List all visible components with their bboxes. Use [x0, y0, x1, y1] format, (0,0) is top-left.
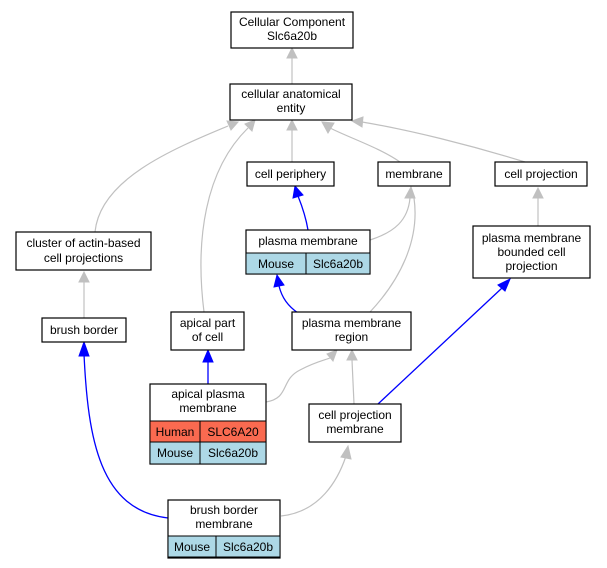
node-label-line: cell projection: [318, 408, 391, 422]
arrow-apm-pmr: [326, 349, 338, 362]
arrow-cluster-cae: [226, 120, 240, 131]
arrow-bbm-bb: [78, 340, 90, 357]
node-cell-projection[interactable]: cell projection: [494, 161, 588, 187]
gene-species-label: Mouse: [174, 540, 210, 554]
node-label-line: cluster of actin-based: [26, 236, 140, 250]
arrow-cpm-pmr: [346, 348, 358, 361]
node-label-line: cell projection: [504, 167, 577, 181]
gene-species-label: Mouse: [258, 257, 294, 271]
node-plasma-membrane-region[interactable]: plasma membrane region: [291, 311, 412, 351]
arrow-pmr-pm: [273, 273, 285, 288]
edge-pm-periphery: [297, 195, 309, 231]
arrow-pmb-cellproj: [532, 186, 544, 199]
node-pm-bounded-cell-projection[interactable]: plasma membrane bounded cell projection: [472, 225, 591, 279]
node-label-line: entity: [277, 101, 306, 115]
node-label-line: membrane: [385, 167, 443, 181]
node-label-line: apical part: [180, 316, 236, 330]
edge-bbm-bb: [83, 353, 169, 519]
arrow-bbm-cpm: [340, 444, 352, 460]
edge-pmr-membrane: [369, 197, 416, 313]
node-membrane[interactable]: membrane: [377, 161, 451, 187]
node-label-line: brush border: [190, 503, 258, 517]
gene-symbol-label: Slc6a20b: [223, 540, 273, 554]
node-label-line: brush border: [50, 323, 118, 337]
edges: [78, 46, 544, 517]
arrow-apm-apical: [202, 348, 214, 363]
node-label-line: projection: [505, 259, 557, 273]
node-plasma-membrane[interactable]: plasma membrane Mouse Slc6a20b: [245, 229, 371, 275]
arrow-apical-cae: [244, 119, 256, 132]
node-label-line: region: [335, 330, 368, 344]
edge-membrane-cae: [329, 127, 401, 163]
edge-cluster-cae: [94, 125, 229, 233]
node-label-line: cell periphery: [255, 167, 326, 181]
gene-cell-symbol: [199, 441, 267, 465]
edge-pmr-pm: [278, 285, 299, 314]
edge-pm-membrane: [369, 197, 411, 241]
node-cell-periphery[interactable]: cell periphery: [246, 161, 335, 187]
arrow-pm-membrane: [404, 185, 416, 199]
node-cluster-actin-projections[interactable]: cluster of actin-based cell projections: [15, 231, 152, 271]
edge-apm-pmr: [265, 357, 331, 403]
gene-symbol-label: SLC6A20: [207, 425, 259, 439]
node-label-line: bounded cell: [497, 245, 565, 259]
edge-cpm-pmb: [377, 287, 503, 405]
node-cell-projection-membrane[interactable]: cell projection membrane: [308, 403, 402, 443]
node-cellular-anatomical-entity[interactable]: cellular anatomical entity: [229, 83, 353, 121]
node-label-line: plasma membrane: [258, 234, 358, 248]
arrow-cpm-pmb: [497, 277, 511, 292]
node-apical-plasma-membrane[interactable]: apical plasma membrane Human SLC6A20 Mou…: [149, 383, 267, 465]
node-brush-border[interactable]: brush border: [41, 317, 127, 343]
node-label-line: cellular anatomical: [241, 87, 340, 101]
arrow-pm-periphery: [292, 184, 304, 199]
arrow-periphery-cae: [286, 118, 298, 131]
node-label-line: of cell: [192, 330, 223, 344]
arrow-bb-cluster: [78, 270, 90, 283]
node-apical-part-of-cell[interactable]: apical part of cell: [170, 311, 245, 351]
gene-cell-symbol: [305, 252, 371, 275]
edge-bbm-cpm: [280, 455, 347, 517]
gene-species-label: Human: [156, 425, 195, 439]
node-label-line: membrane: [326, 422, 384, 436]
node-cellular-component[interactable]: Cellular Component Slc6a20b: [230, 11, 354, 49]
arrow-membrane-cae: [321, 121, 335, 135]
node-label-line: membrane: [195, 517, 253, 531]
gene-species-label: Mouse: [157, 446, 193, 460]
edge-cpm-pmr: [351, 359, 355, 405]
edge-apical-cae: [200, 127, 249, 313]
arrow-cae-root: [286, 46, 298, 59]
gene-cell-symbol: [215, 535, 281, 558]
node-label-line: apical plasma: [171, 387, 245, 401]
edge-cellproj-cae: [361, 121, 526, 163]
node-label-line: plasma membrane: [482, 231, 582, 245]
gene-symbol-label: Slc6a20b: [313, 257, 363, 271]
gene-symbol-label: Slc6a20b: [208, 446, 258, 460]
node-label-line: membrane: [179, 401, 237, 415]
blue-edges: [78, 184, 511, 519]
node-label-line: Slc6a20b: [267, 29, 317, 43]
node-brush-border-membrane[interactable]: brush border membrane Mouse Slc6a20b: [167, 499, 281, 559]
node-label-line: cell projections: [44, 251, 123, 265]
node-label-line: plasma membrane: [302, 316, 402, 330]
arrow-cellproj-cae: [350, 116, 364, 128]
node-label-line: Cellular Component: [239, 15, 346, 29]
